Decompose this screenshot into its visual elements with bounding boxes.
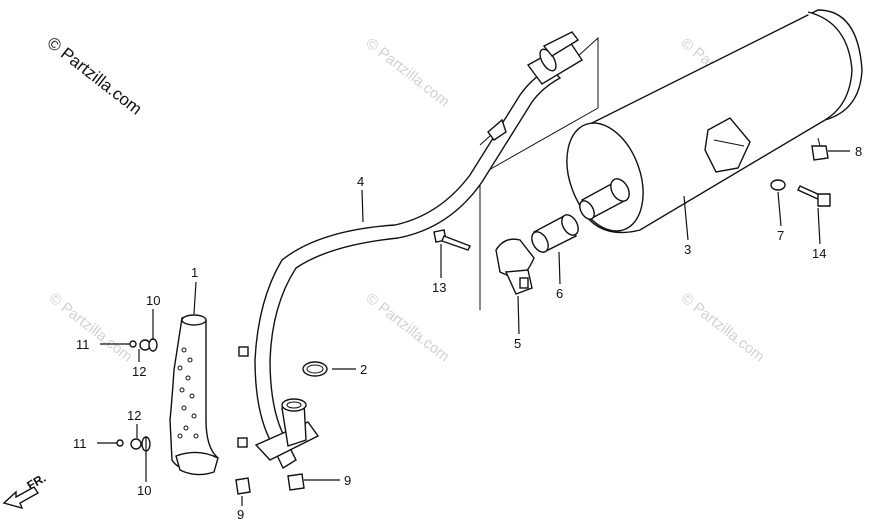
washer-7-part [770, 179, 786, 191]
front-direction-arrow: FR. [2, 471, 49, 510]
callout-12-upper: 12 [132, 364, 146, 379]
leader-lines [97, 150, 850, 506]
callout-3: 3 [684, 242, 691, 257]
callout-labels: 1 2 3 4 5 6 7 8 9 9 10 10 11 11 12 12 13… [73, 144, 862, 522]
arrow-icon [2, 486, 40, 510]
callout-13: 13 [432, 280, 446, 295]
bolt-13-part [433, 229, 471, 251]
callout-8: 8 [855, 144, 862, 159]
fasteners-lower-part [116, 436, 151, 452]
callout-4: 4 [357, 174, 364, 189]
watermark-top-center: © Partzilla.com [363, 35, 453, 111]
copyright-text: © Partzilla.com [44, 33, 146, 119]
sleeve-gasket-part [531, 214, 579, 253]
bolt-8-part [811, 137, 829, 161]
callout-1: 1 [191, 265, 198, 280]
nut-9-left-part [235, 477, 251, 495]
muffler-part [566, 9, 863, 234]
heat-shield-holes [177, 347, 199, 439]
heat-shield-part [169, 314, 219, 476]
callout-6: 6 [556, 286, 563, 301]
callout-12-lower: 12 [127, 408, 141, 423]
callout-10-upper: 10 [146, 293, 160, 308]
callout-11-upper: 11 [76, 337, 90, 352]
fasteners-upper-part [129, 338, 158, 352]
direction-label: FR. [25, 471, 49, 493]
watermark-bottom-right: © Partzilla.com [678, 290, 768, 366]
clamp-band-part [495, 238, 535, 295]
exhaust-pipe-part [237, 31, 583, 470]
callout-10-lower: 10 [137, 483, 151, 498]
watermark-bottom-left: © Partzilla.com [46, 290, 136, 366]
callout-9-right: 9 [344, 473, 351, 488]
callout-9-left: 9 [237, 507, 244, 522]
callout-11-lower: 11 [73, 436, 87, 451]
bolt-14-part [797, 185, 831, 207]
callout-14: 14 [812, 246, 826, 261]
watermark-bottom-center: © Partzilla.com [363, 290, 453, 366]
callout-5: 5 [514, 336, 521, 351]
nut-9-right-part [287, 473, 305, 491]
callout-7: 7 [777, 228, 784, 243]
callout-2: 2 [360, 362, 367, 377]
gasket-ring-part [302, 361, 328, 377]
